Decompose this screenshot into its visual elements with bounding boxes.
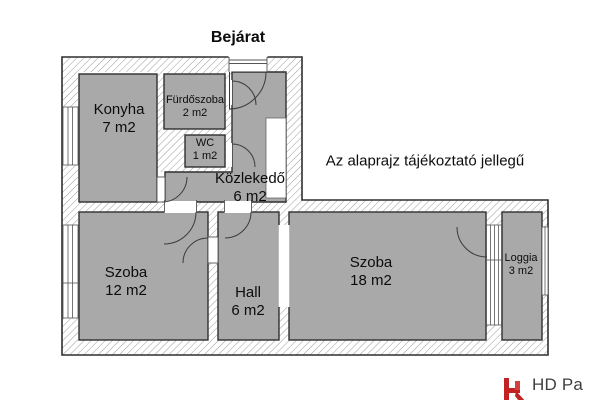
room-label-konyha: Konyha 7 m2 bbox=[94, 101, 145, 137]
entrance-label: Bejárat bbox=[210, 29, 266, 46]
room-floor-hall bbox=[217, 211, 280, 341]
room-floor-wc bbox=[184, 134, 226, 168]
door-opening-wc bbox=[226, 143, 232, 167]
room-name: Konyha bbox=[93, 101, 145, 118]
room-name: Hall bbox=[235, 284, 261, 301]
room-label-kozlekedo: Közlekedő 6 m2 bbox=[215, 170, 285, 206]
door-opening-konyha bbox=[157, 177, 165, 202]
room-label-furdoszoba: Fürdőszoba 2 m2 bbox=[166, 94, 224, 120]
balcony-door-window-szoba18 bbox=[486, 224, 502, 326]
door-arc-furdoszoba bbox=[231, 80, 257, 106]
door-arc-hall bbox=[224, 211, 252, 239]
door-arc-wc bbox=[231, 143, 256, 168]
door-arc-szoba12 bbox=[163, 211, 197, 245]
room-floor-szoba12 bbox=[78, 211, 209, 341]
room-area: 7 m2 bbox=[102, 119, 136, 136]
room-floor-konyha bbox=[78, 73, 158, 203]
room-floor-loggia bbox=[501, 211, 543, 341]
room-label-hall: Hall 6 m2 bbox=[231, 284, 264, 320]
room-label-szoba12: Szoba 12 m2 bbox=[105, 264, 148, 300]
outer-wall-outline bbox=[61, 56, 549, 356]
disclaimer-text: Az alaprajz tájékoztató jellegű bbox=[325, 152, 525, 170]
door-arc-konyha bbox=[161, 176, 188, 203]
room-label-szoba18: Szoba 18 m2 bbox=[350, 254, 393, 290]
watermark-logo-text: HD Pa bbox=[532, 375, 584, 394]
room-name: Közlekedő bbox=[214, 170, 286, 187]
window-szoba12 bbox=[62, 224, 79, 319]
room-label-loggia: Loggia 3 m2 bbox=[504, 252, 537, 278]
room-area: 2 m2 bbox=[182, 107, 208, 119]
room-area: 3 m2 bbox=[508, 265, 534, 277]
room-floor-furdoszoba bbox=[163, 73, 226, 130]
room-name: Fürdőszoba bbox=[165, 94, 225, 106]
room-name: Szoba bbox=[104, 264, 148, 281]
window-konyha bbox=[62, 106, 79, 166]
room-area: 6 m2 bbox=[233, 188, 267, 205]
door-opening-hall bbox=[224, 201, 252, 213]
door-arc-szoba12-hall bbox=[182, 237, 209, 264]
door-arc-loggia bbox=[456, 226, 488, 258]
room-name: Szoba bbox=[349, 254, 393, 271]
room-area: 12 m2 bbox=[105, 282, 147, 299]
corridor-niche bbox=[265, 117, 287, 199]
room-label-wc: WC 1 m2 bbox=[193, 137, 217, 163]
room-name: Loggia bbox=[504, 252, 538, 264]
watermark-logo: HD Pa bbox=[502, 375, 600, 400]
entrance-threshold bbox=[156, 57, 268, 264]
watermark-logo-icon bbox=[504, 378, 525, 400]
room-name: WC bbox=[195, 137, 215, 149]
room-area: 6 m2 bbox=[231, 302, 265, 319]
room-area: 1 m2 bbox=[192, 150, 218, 162]
room-area: 18 m2 bbox=[350, 272, 392, 289]
window-loggia bbox=[541, 226, 549, 296]
door-opening-szoba12 bbox=[164, 201, 197, 213]
door-opening-szoba12-hall bbox=[208, 237, 218, 263]
passage-hall-szoba18 bbox=[278, 225, 290, 307]
